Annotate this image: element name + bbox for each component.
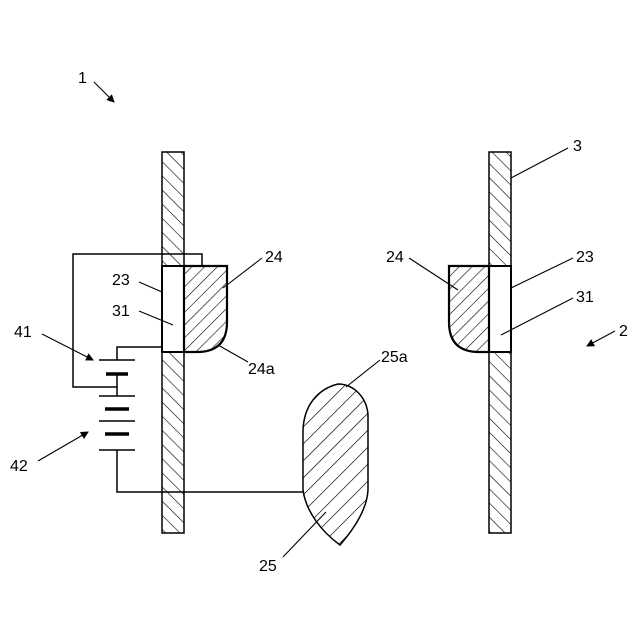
electrode-25	[303, 384, 368, 545]
label-3: 3	[573, 138, 582, 155]
label-41: 41	[14, 324, 32, 341]
label-23-left: 23	[112, 272, 130, 289]
label-25a: 25a	[381, 349, 408, 366]
right-member-31	[489, 266, 511, 352]
label-2: 2	[619, 323, 628, 340]
label-1: 1	[78, 70, 87, 87]
battery-42	[99, 387, 135, 450]
battery-41	[99, 360, 135, 374]
label-25: 25	[259, 558, 277, 575]
left-member-31	[162, 266, 184, 352]
label-23-right: 23	[576, 249, 594, 266]
label-31-left: 31	[112, 303, 130, 320]
left-member-24	[184, 266, 227, 352]
label-31-right: 31	[576, 289, 594, 306]
right-member-24	[449, 266, 489, 352]
label-24a: 24a	[248, 361, 275, 378]
label-42: 42	[10, 458, 28, 475]
label-24-left: 24	[265, 249, 283, 266]
label-24-right: 24	[386, 249, 404, 266]
